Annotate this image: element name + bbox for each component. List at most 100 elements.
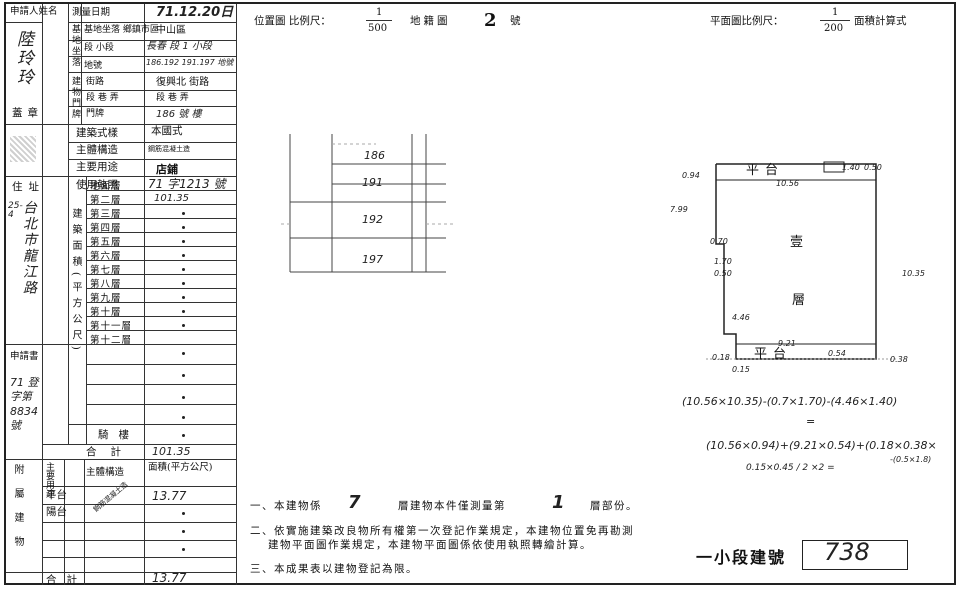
attached-total-label: 合計 (46, 574, 87, 586)
dim-0-54: 0.54 (828, 349, 846, 358)
district-value: 中山區 (156, 25, 186, 36)
location-map-scale-den: 500 (368, 23, 388, 34)
building-no-value: 738 (824, 538, 870, 566)
note-2-line-2: 建物平面圖作業規定，本建物平面圖係依使用執照轉繪計算。 (268, 539, 592, 551)
formula-2: (10.56×0.94)+(9.21×0.54)+(0.18×0.38× (706, 439, 937, 452)
platform-top-label: 平台 (746, 163, 785, 178)
lot-value: 186.192 191.197 地號 (146, 58, 234, 67)
cadastral-no: 2 (484, 10, 497, 31)
dim-10-35: 10.35 (902, 269, 925, 278)
formula-3: -(0.5×1.8) (890, 455, 932, 464)
style-label: 建築式樣 (76, 127, 118, 139)
attached-use-value: 平台 (46, 489, 67, 501)
location-map-scale-num: 1 (376, 7, 383, 18)
address-text: 台北市龍江路 (21, 200, 37, 296)
platform-bottom-label: 平台 (754, 347, 793, 362)
floor-plan-title: 平面圖比例尺： (710, 15, 784, 27)
location-map-title: 位置圖 比例尺： (254, 15, 331, 27)
address-number: 25-4 (8, 201, 23, 220)
floor-label: 第十層 (90, 307, 122, 318)
section-label: 段 小段 (84, 43, 114, 53)
note-1-mid: 層建物本件僅測量第 (398, 500, 506, 512)
survey-date: 71.12.20日 (156, 5, 234, 20)
attached-use-value-2: 陽台 (46, 506, 67, 518)
attached-label: 附屬建物 (12, 464, 23, 560)
note-2-line-1: 二、依實施建築改良物所有權第一次登記作業規定，本建物位置免再勘測 (250, 525, 634, 537)
door-value: 186 號 樓 (156, 109, 202, 120)
floor-label: 第八層 (90, 279, 122, 290)
structure-label: 主體構造 (76, 144, 118, 156)
note-3: 三、本成果表以建物登記為限。 (250, 563, 418, 575)
formula-4: 0.15×0.45 / 2 ×2 = (746, 463, 835, 473)
license-label: 使用執照 (76, 179, 118, 191)
style-value: 本國式 (151, 125, 183, 137)
district-label: 基地坐落 鄉鎮市區 (84, 25, 159, 35)
dim-0-15: 0.15 (732, 365, 750, 374)
dim-0-94: 0.94 (682, 171, 700, 180)
floor-label: 第三層 (90, 209, 122, 220)
dim-0-38: 0.38 (890, 355, 908, 364)
lot-197: 197 (362, 253, 383, 266)
dim-7-99: 7.99 (670, 205, 688, 214)
formula-1: (10.56×10.35)-(0.7×1.70)-(4.46×1.40) (682, 395, 898, 408)
note-1-prefix: 一、本建物係 (250, 500, 322, 512)
license-value: 71 字1213 號 (148, 177, 226, 191)
attached-total-value: 13.77 (152, 571, 187, 585)
lot-label: 地號 (84, 61, 103, 71)
attached-structure-label: 主體構造 (86, 467, 125, 478)
dim-0-70: 0.70 (710, 237, 728, 246)
application-label: 申請書 (10, 351, 39, 362)
dim-1-70: 1.70 (714, 257, 732, 266)
building-no-label: 一小段建號 (696, 548, 787, 567)
total-label: 合計 (86, 446, 135, 458)
use-value: 店鋪 (156, 163, 178, 176)
mezz-label: 騎樓 (98, 429, 139, 441)
floor-plan-title-suffix: 面積計算式 (854, 15, 907, 27)
attached-use-label: 主要用途 (46, 463, 56, 500)
address-label: 住址 (12, 181, 45, 193)
floor-label: 地面層 (90, 181, 122, 192)
floor-label: 第七層 (90, 265, 122, 276)
floor-label: 第四層 (90, 223, 122, 234)
lane-value: 段 巷 弄 (156, 93, 189, 103)
building-no-box (802, 540, 908, 570)
dim-10-56: 10.56 (776, 179, 799, 188)
total-value: 101.35 (152, 445, 191, 458)
street-label: 街路 (86, 77, 105, 87)
floor-char-2: 層 (792, 293, 806, 308)
floor-label: 第六層 (90, 251, 122, 262)
floor-plan-scale-den: 200 (824, 23, 844, 34)
note-1-suffix: 層部份。 (590, 500, 638, 512)
attached-area-value: 13.77 (152, 489, 187, 503)
seal-label: 蓋章 (12, 107, 43, 119)
lot-192: 192 (362, 213, 383, 226)
cadastral-label: 地籍圖 (410, 15, 451, 27)
attached-area-label: 面積(平方公尺) (148, 462, 213, 473)
use-label: 主要用途 (76, 161, 118, 173)
floor-label: 第十二層 (90, 335, 133, 346)
lot-186: 186 (364, 149, 385, 162)
section-value: 長春 段 1 小段 (146, 41, 212, 52)
structure-value: 鋼筋混凝土造 (148, 145, 190, 153)
cadastral-no-suffix: 號 (510, 15, 521, 27)
dim-0-50: 0.50 (864, 163, 882, 172)
note-1-floor: 1 (552, 492, 565, 513)
street-value: 復興北 街路 (156, 77, 210, 88)
floor-label: 第二層 (90, 195, 122, 206)
area-section-label: 建築面積(平方公尺) (70, 208, 81, 356)
dim-1-40: 1.40 (842, 163, 860, 172)
base-vertical-label: 基地坐落 (70, 24, 80, 68)
formula-eq: = (806, 415, 816, 428)
floor-plan-drawing (706, 161, 896, 360)
lane-label: 段 巷 弄 (86, 93, 119, 103)
dim-0-50b: 0.50 (714, 269, 732, 278)
building-vertical-label: 建物門牌 (70, 76, 80, 120)
location-map (281, 134, 456, 273)
floor-label: 第十一層 (90, 321, 133, 332)
floor-label: 第九層 (90, 293, 122, 304)
lot-191: 191 (362, 176, 383, 189)
note-1-floors: 7 (348, 492, 361, 513)
survey-sheet: 申請人姓名 陸玲玲 蓋章 住址 25-4 台北市龍江路 申請書 71 登字第 8… (4, 2, 956, 585)
applicant-name: 陸玲玲 (13, 30, 33, 87)
ground-floor-area: 101.35 (154, 193, 189, 204)
